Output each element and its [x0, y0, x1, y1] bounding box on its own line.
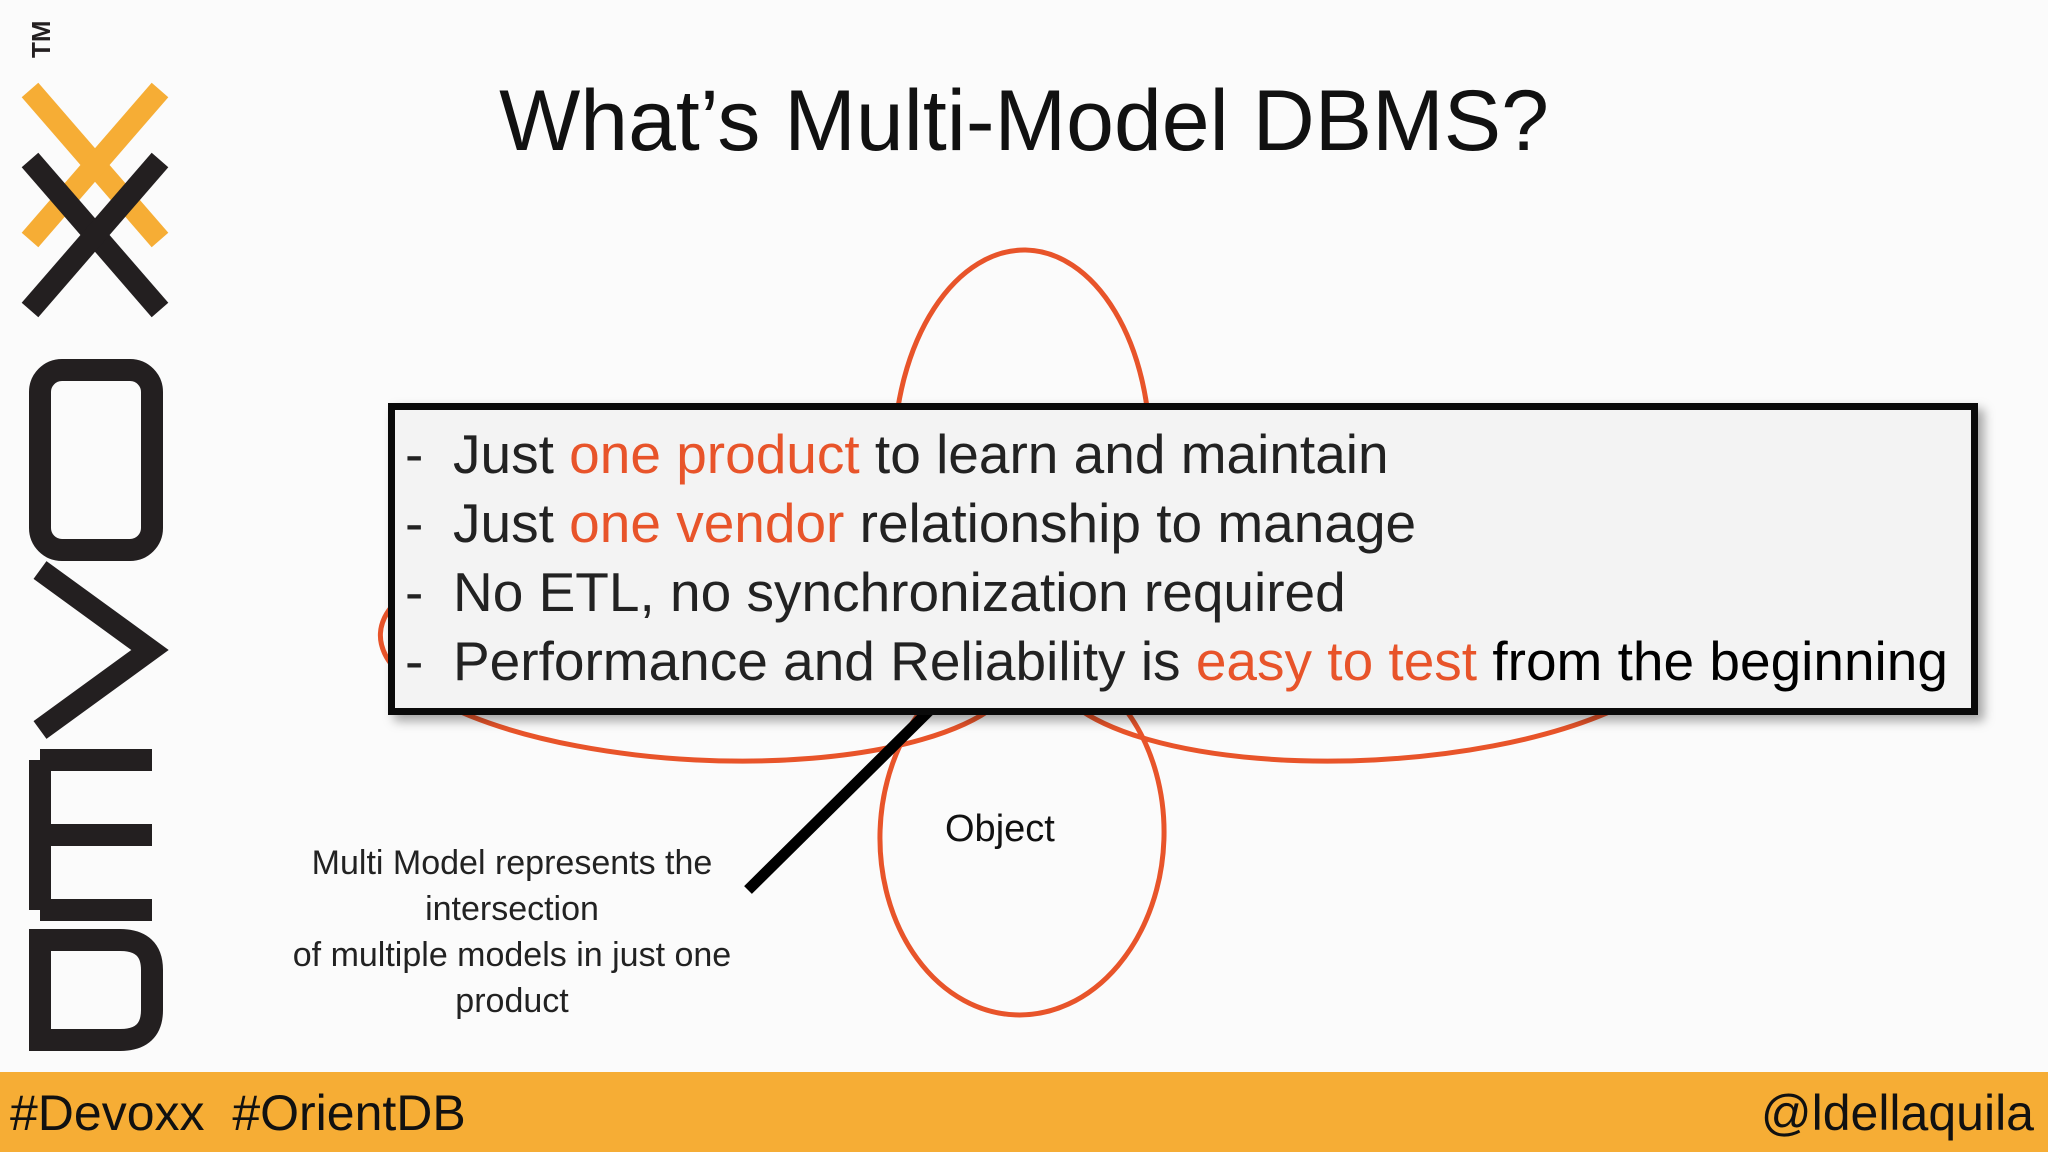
logo-letter-o: [29, 359, 163, 561]
object-model-label: Object: [945, 808, 1055, 850]
bullet: -: [405, 423, 424, 485]
benefit-highlight: one vendor: [569, 492, 845, 554]
footer-bar: #Devoxx #OrientDB @ldellaquila: [0, 1072, 2048, 1152]
benefit-highlight: easy to test: [1195, 630, 1478, 692]
benefit-text: Performance and Reliability is: [453, 630, 1196, 692]
multi-model-caption: Multi Model represents the intersection …: [252, 840, 772, 1024]
benefit-text: Just: [453, 492, 570, 554]
caption-line: Multi Model represents the: [311, 844, 713, 882]
benefit-item: -No ETL, no synchronization required: [405, 558, 1948, 627]
caption-pointer-line: [744, 701, 939, 894]
caption-line: product: [455, 982, 569, 1020]
benefit-item: -Just one vendor relationship to manage: [405, 489, 1948, 558]
slide-title-text: What’s Multi-Model DBMS?: [499, 73, 1549, 169]
benefit-text: relationship to manage: [844, 492, 1417, 554]
logo-trademark: TM: [26, 20, 56, 58]
bullet: -: [405, 630, 424, 692]
caption-line: of multiple models in just one: [292, 936, 732, 974]
benefit-highlight: one product: [569, 423, 860, 485]
footer-twitter-handle: @ldellaquila: [1760, 1085, 2034, 1141]
logo-letter-e: [29, 749, 152, 921]
benefit-item: -Performance and Reliability is easy to …: [405, 627, 1948, 696]
benefit-text: to learn and maintain: [859, 423, 1389, 485]
slide-title: What’s Multi-Model DBMS?: [0, 72, 2048, 171]
benefit-text: No ETL, no synchronization required: [453, 561, 1346, 623]
logo-letter-v: [33, 561, 169, 739]
bullet: -: [405, 561, 424, 623]
logo-dark-x: [21, 152, 169, 318]
caption-line: intersection: [425, 890, 599, 928]
benefits-callout: -Just one product to learn and maintain …: [388, 403, 1978, 715]
bullet: -: [405, 492, 424, 554]
devoxx-logo: TM: [21, 20, 169, 1051]
logo-yellow-x: [21, 82, 169, 248]
benefit-text: Just: [453, 423, 570, 485]
logo-letter-d: [29, 929, 163, 1051]
benefit-item: -Just one product to learn and maintain: [405, 420, 1948, 489]
benefits-list: -Just one product to learn and maintain …: [405, 420, 1948, 696]
footer-hashtags: #Devoxx #OrientDB: [10, 1085, 466, 1141]
benefit-text: from the beginning: [1477, 630, 1948, 692]
